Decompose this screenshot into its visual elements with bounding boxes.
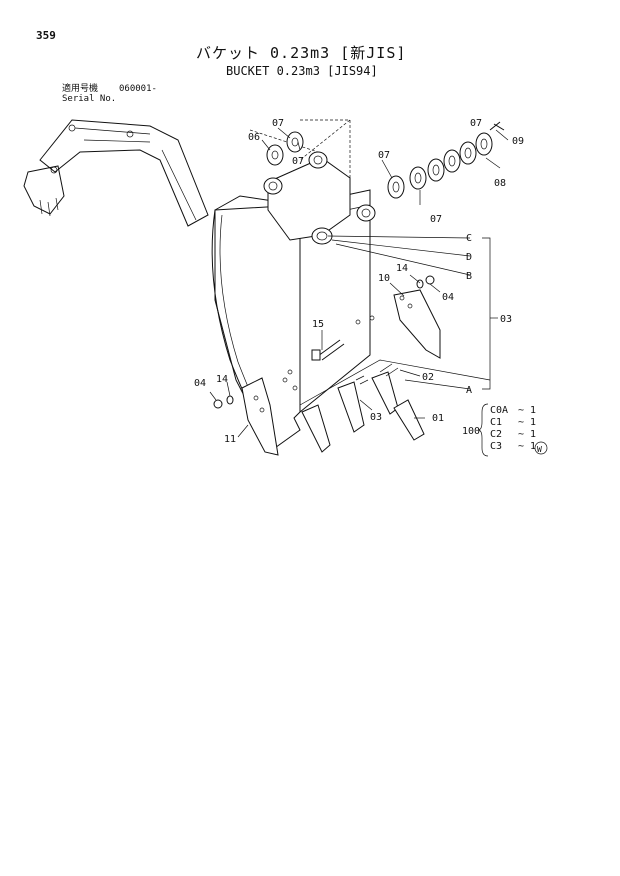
callout-02: 02	[422, 372, 434, 383]
ref-a: A	[466, 385, 472, 396]
w-mark-circle	[534, 441, 548, 455]
side-cutter-left	[213, 377, 279, 456]
callout-11: 11	[224, 434, 236, 445]
callout-07-top: 07	[272, 118, 284, 129]
callout-07-right: 07	[378, 150, 390, 161]
callout-07-shim: 07	[430, 214, 442, 225]
assembly-item-qty: ~ 1	[518, 441, 536, 452]
callout-04-left: 04	[194, 378, 206, 389]
bucket-teeth	[301, 363, 425, 453]
ref-c: C	[466, 233, 472, 244]
assembly-item-qty: ~ 1	[518, 405, 536, 416]
bucket-bracket	[249, 119, 376, 245]
callout-15: 15	[312, 319, 324, 330]
ref-b: B	[466, 271, 472, 282]
callout-01: 01	[432, 413, 444, 424]
callout-07-far: 07	[470, 118, 482, 129]
excavator-arm-thumbnail	[23, 119, 209, 227]
assembly-number: 100	[462, 426, 480, 437]
callout-labels: 06 07 07 07 07 07 09 08 C D B A 14 10 04…	[194, 118, 524, 445]
callout-03: 03	[370, 412, 382, 423]
serial-number: 060001-	[119, 84, 157, 94]
bolt-15	[311, 339, 345, 361]
callout-08: 08	[494, 178, 506, 189]
side-shims	[387, 121, 505, 199]
serial-label-english: Serial No.	[62, 94, 117, 104]
w-mark: W	[537, 445, 542, 454]
ref-d: D	[466, 252, 472, 263]
reference-lines	[327, 235, 498, 390]
callout-09: 09	[512, 136, 524, 147]
side-cutter-right	[393, 275, 441, 359]
callout-10: 10	[378, 273, 390, 284]
title-japanese: バケット 0.23m3 [新JIS]	[196, 44, 407, 62]
page-number: 359	[36, 29, 56, 42]
assembly-item-qty: ~ 1	[518, 417, 536, 428]
assembly-item-code: C3	[490, 441, 502, 452]
callout-04-right: 04	[442, 292, 454, 303]
assembly-item-code: C2	[490, 429, 502, 440]
assembly-item-code: C0A	[490, 405, 508, 416]
callout-14-left: 14	[216, 374, 228, 385]
serial-label-japanese: 適用号機	[62, 84, 99, 94]
callout-06: 06	[248, 132, 260, 143]
assembly-table: 100 C0A ~ 1 C1 ~ 1 C2 ~ 1 C3 ~ 1 W	[462, 403, 548, 457]
title-english: BUCKET 0.23m3 [JIS94]	[226, 64, 378, 78]
leader-lines	[209, 127, 509, 438]
callout-07-lower: 07	[292, 156, 304, 167]
assembly-item-code: C1	[490, 417, 502, 428]
assembly-item-qty: ~ 1	[518, 429, 536, 440]
callout-03-bracket: 03	[500, 314, 512, 325]
callout-14-right: 14	[396, 263, 408, 274]
